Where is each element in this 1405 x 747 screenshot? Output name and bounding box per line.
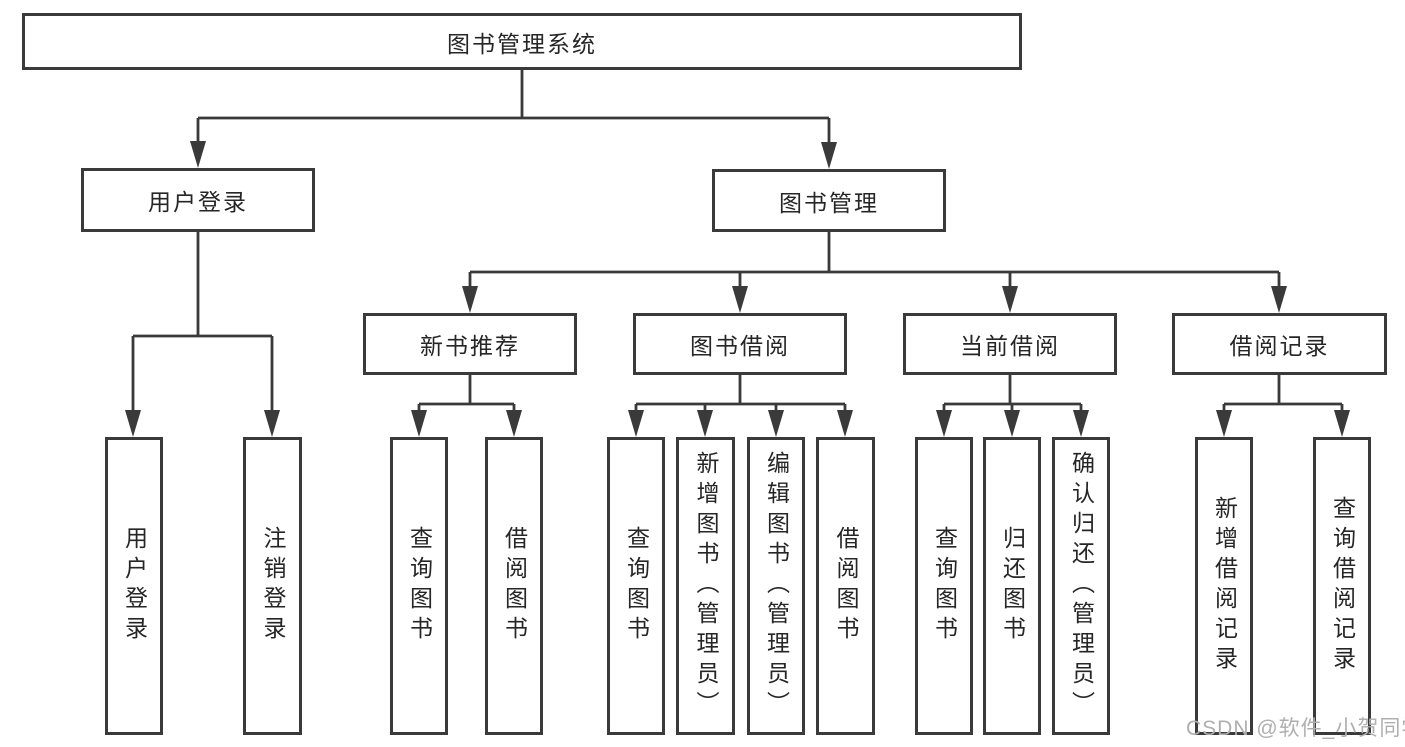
leaf-user-login: 用户登录 [105, 437, 163, 735]
node-book-management: 图书管理 [712, 169, 946, 232]
leaf-return-books: 归还图书 [983, 437, 1041, 735]
leaf-add-borrow-record: 新增借阅记录 [1195, 437, 1253, 735]
node-user-login: 用户登录 [81, 168, 315, 232]
leaf-add-books-admin: 新增图书（管理员） [676, 437, 735, 735]
leaf-edit-books-admin: 编辑图书（管理员） [747, 437, 805, 735]
tree-edges [131, 63, 1344, 414]
leaf-confirm-return-admin: 确认归还（管理员） [1052, 437, 1110, 735]
leaf-logout: 注销登录 [243, 437, 302, 735]
leaf-query-borrow-record: 查询借阅记录 [1313, 437, 1371, 735]
leaf-query-books-borrow: 查询图书 [607, 437, 665, 735]
leaf-borrow-books-recommend: 借阅图书 [485, 437, 543, 735]
leaf-borrow-books: 借阅图书 [816, 437, 875, 735]
arrowheads [125, 141, 1350, 437]
leaf-query-books-recommend: 查询图书 [390, 437, 448, 735]
node-new-book-recommendation: 新书推荐 [363, 313, 577, 375]
csdn-watermark: CSDN @软件_小贺同学 [1186, 717, 1405, 740]
node-current-borrowing: 当前借阅 [903, 313, 1117, 375]
node-root: 图书管理系统 [22, 13, 1022, 70]
node-book-borrowing: 图书借阅 [633, 313, 847, 375]
leaf-query-books-current: 查询图书 [915, 437, 973, 735]
node-borrowing-records: 借阅记录 [1172, 313, 1387, 375]
